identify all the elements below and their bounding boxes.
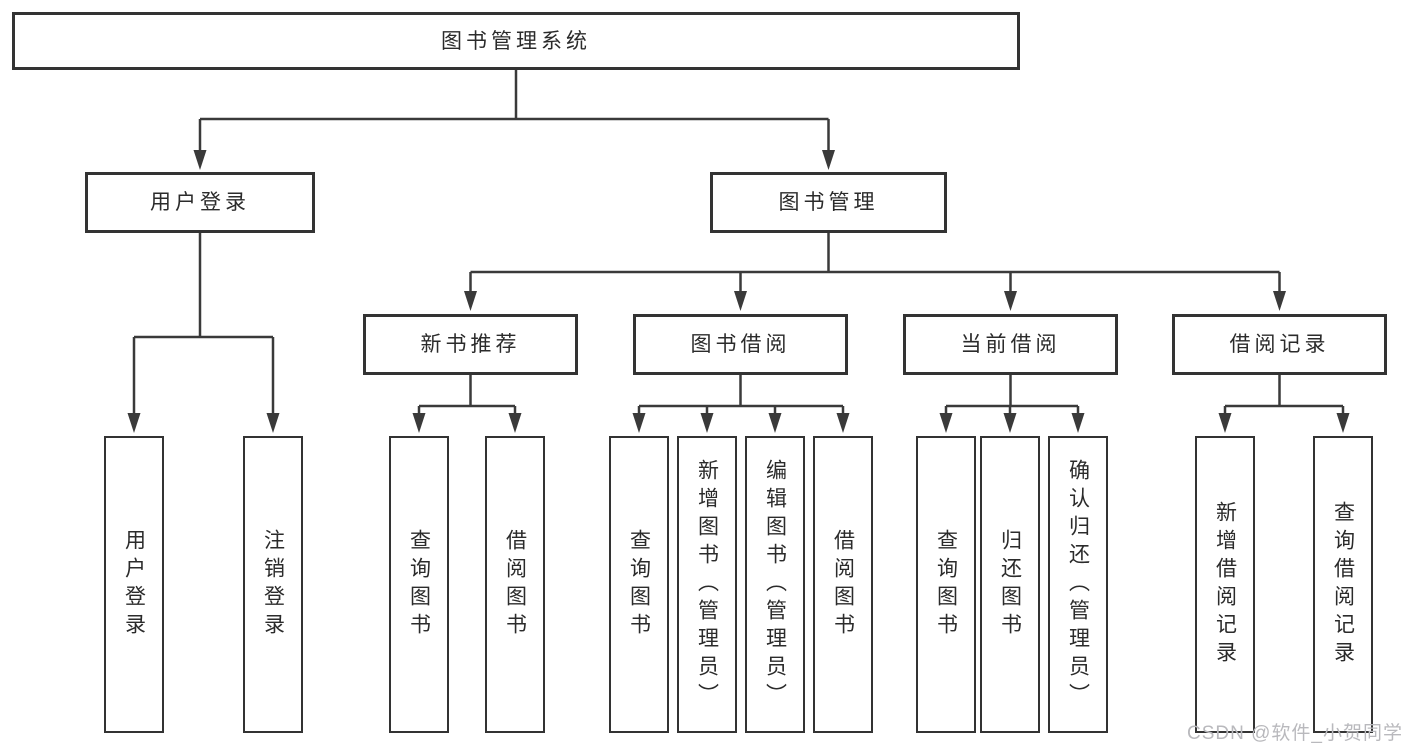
connector-new-book <box>417 375 517 419</box>
leaf-query-book-borrow-label: 查询图书 <box>627 528 651 641</box>
node-borrow-record: 借阅记录 <box>1172 314 1387 375</box>
leaf-return-book: 归还图书 <box>980 436 1040 733</box>
leaf-query-book-recommend: 查询图书 <box>389 436 449 733</box>
node-borrow-record-label: 借阅记录 <box>1229 333 1330 356</box>
node-user-login: 用户登录 <box>85 172 315 233</box>
leaf-logout: 注销登录 <box>243 436 303 733</box>
node-user-login-label: 用户登录 <box>150 191 250 214</box>
leaf-borrow-book-recommend: 借阅图书 <box>485 436 545 733</box>
leaf-confirm-return-admin-label: 确认归还（管理员） <box>1066 458 1090 711</box>
leaf-confirm-return-admin: 确认归还（管理员） <box>1048 436 1108 733</box>
leaf-query-borrow-record: 查询借阅记录 <box>1313 436 1373 733</box>
node-book-mgmt: 图书管理 <box>710 172 947 233</box>
leaf-user-login-label: 用户登录 <box>122 528 146 641</box>
leaf-return-book-label: 归还图书 <box>998 528 1022 641</box>
leaf-borrow-book-recommend-label: 借阅图书 <box>503 528 527 641</box>
connector-book-borrow <box>637 375 845 419</box>
leaf-query-book-current-label: 查询图书 <box>934 528 958 641</box>
leaf-query-borrow-record-label: 查询借阅记录 <box>1331 500 1355 669</box>
node-book-borrow-label: 图书借阅 <box>690 333 791 356</box>
node-root: 图书管理系统 <box>12 12 1020 70</box>
leaf-query-book-borrow: 查询图书 <box>609 436 669 733</box>
connector-user-login <box>132 233 275 419</box>
node-current-borrow-label: 当前借阅 <box>960 333 1061 356</box>
leaf-query-book-current: 查询图书 <box>916 436 976 733</box>
node-new-book-recommend: 新书推荐 <box>363 314 578 375</box>
node-book-borrow: 图书借阅 <box>633 314 848 375</box>
connector-root <box>198 70 830 156</box>
node-new-book-recommend-label: 新书推荐 <box>420 333 521 356</box>
connector-borrow-record <box>1223 375 1345 419</box>
leaf-borrow-book: 借阅图书 <box>813 436 873 733</box>
leaf-add-book-admin-label: 新增图书（管理员） <box>695 458 719 711</box>
node-current-borrow: 当前借阅 <box>903 314 1118 375</box>
leaf-add-borrow-record-label: 新增借阅记录 <box>1213 500 1237 669</box>
arrowheads <box>127 150 1350 433</box>
leaf-query-book-recommend-label: 查询图书 <box>407 528 431 641</box>
connector-book-mgmt <box>469 233 1281 297</box>
leaf-edit-book-admin: 编辑图书（管理员） <box>745 436 805 733</box>
connector-current-borrow <box>944 375 1080 419</box>
leaf-add-borrow-record: 新增借阅记录 <box>1195 436 1255 733</box>
node-root-label: 图书管理系统 <box>441 29 591 53</box>
node-book-mgmt-label: 图书管理 <box>778 191 879 214</box>
leaf-borrow-book-label: 借阅图书 <box>831 528 855 641</box>
leaf-edit-book-admin-label: 编辑图书（管理员） <box>763 458 787 711</box>
leaf-add-book-admin: 新增图书（管理员） <box>677 436 737 733</box>
leaf-logout-label: 注销登录 <box>261 528 285 641</box>
leaf-user-login: 用户登录 <box>104 436 164 733</box>
watermark: CSDN @软件_小贺同学 <box>1187 723 1403 744</box>
